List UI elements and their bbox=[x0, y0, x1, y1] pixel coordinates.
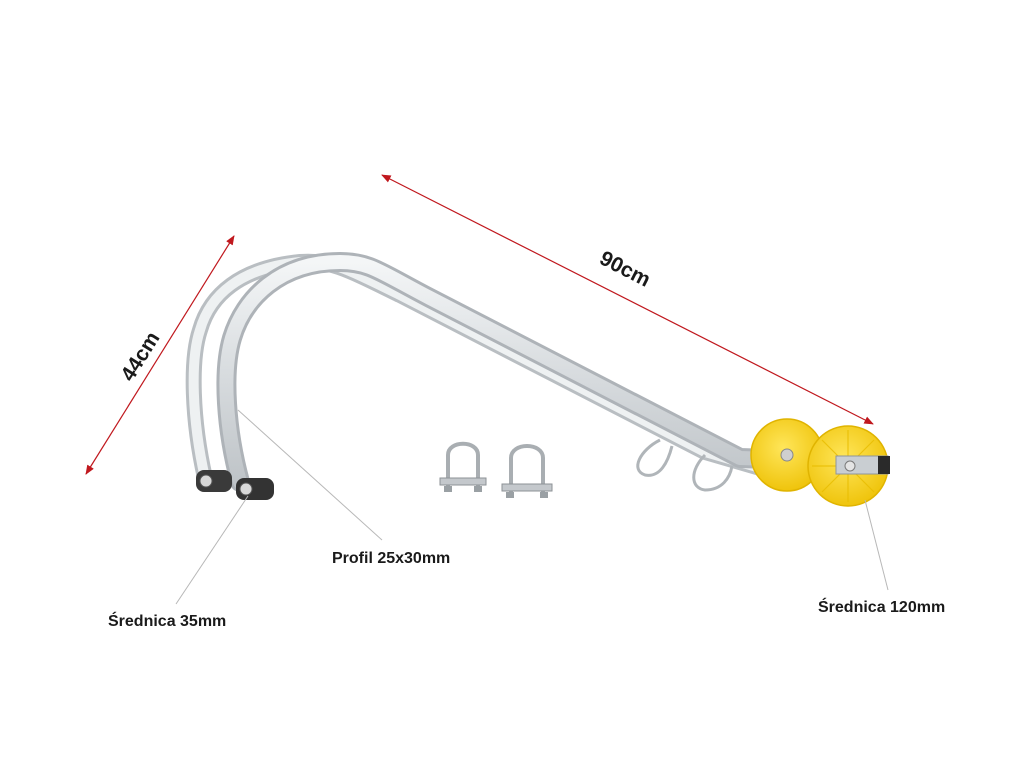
u-bolt-2 bbox=[501, 444, 553, 498]
profile-leader-line bbox=[237, 409, 383, 541]
large-wheel-front bbox=[807, 425, 890, 507]
height-dimension-line bbox=[85, 235, 235, 475]
u-bolt-icon bbox=[439, 441, 553, 498]
small-wheel-front bbox=[236, 478, 274, 500]
hanger-loop-2 bbox=[692, 453, 734, 492]
large-wheel-leader-line bbox=[864, 499, 889, 591]
ladder-roof-hook-icon bbox=[185, 252, 890, 507]
large-wheel-back bbox=[750, 418, 824, 492]
profile-spec-label: Profil 25x30mm bbox=[332, 550, 451, 567]
length-dimension-line bbox=[381, 174, 874, 425]
hook-arm-back bbox=[185, 253, 768, 486]
hanger-loop-1 bbox=[636, 438, 674, 477]
small-wheel-back bbox=[196, 470, 232, 492]
u-bolt-1 bbox=[439, 441, 487, 492]
small-wheel-leader-line bbox=[175, 495, 249, 605]
small-wheel-spec-label: Średnica 35mm bbox=[108, 613, 227, 630]
large-wheel-spec-label: Średnica 120mm bbox=[818, 599, 946, 616]
height-dimension-label: 44cm bbox=[117, 328, 165, 386]
height-dimension: 44cm bbox=[85, 235, 235, 475]
length-dimension: 90cm bbox=[381, 174, 874, 425]
length-dimension-label: 90cm bbox=[596, 247, 654, 292]
